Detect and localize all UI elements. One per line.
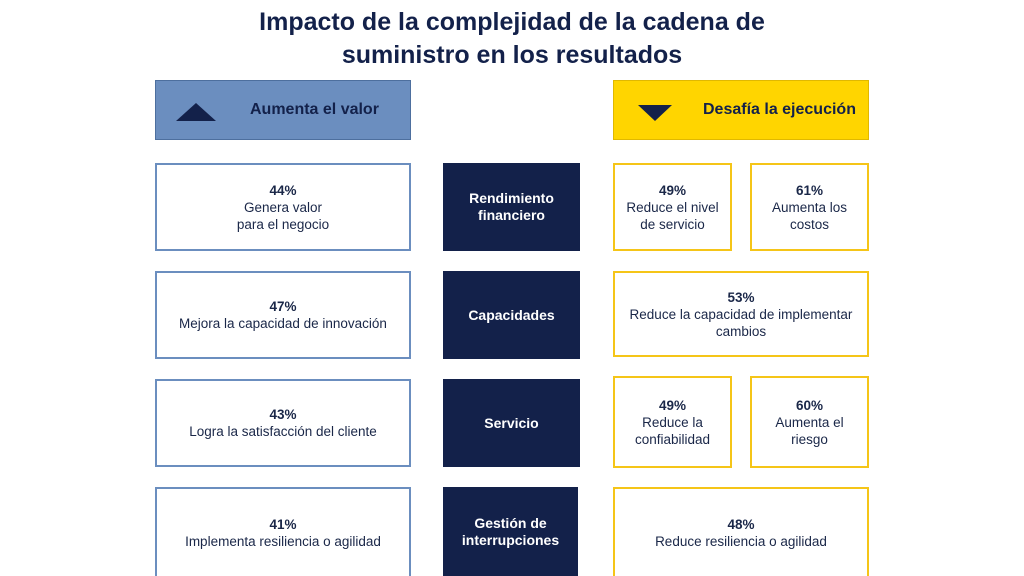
category-capabilities: Capacidades: [443, 271, 580, 359]
challenge-box-risk: 60% Aumenta el riesgo: [750, 376, 869, 468]
challenge-text: Reduce resiliencia o agilidad: [655, 533, 827, 549]
challenge-box-implement-changes: 53% Reduce la capacidad de implementar c…: [613, 271, 869, 357]
challenge-percent: 48%: [727, 516, 755, 532]
challenge-percent: 49%: [658, 397, 687, 413]
challenge-box-reliability: 49% Reduce la confiabilidad: [613, 376, 732, 468]
challenge-percent: 61%: [795, 182, 824, 198]
value-percent: 43%: [269, 407, 297, 422]
category-disruption-management: Gestión de interrupciones: [443, 487, 578, 576]
value-box-financial: 44% Genera valor para el negocio: [155, 163, 411, 251]
value-box-service: 43% Logra la satisfacción del cliente: [155, 379, 411, 467]
value-box-disruptions: 41% Implementa resiliencia o agilidad: [155, 487, 411, 576]
diagram-title: Impacto de la complejidad de la cadena d…: [0, 6, 1024, 72]
challenge-percent: 60%: [795, 397, 824, 413]
value-text: Genera valor para el negocio: [236, 199, 330, 232]
value-percent: 47%: [269, 299, 297, 314]
challenge-box-service-level: 49% Reduce el nivel de servicio: [613, 163, 732, 251]
challenge-box-costs: 61% Aumenta los costos: [750, 163, 869, 251]
value-box-capabilities: 47% Mejora la capacidad de innovación: [155, 271, 411, 359]
challenge-text: Aumenta el riesgo: [775, 414, 844, 447]
challenge-text: Reduce el nivel de servicio: [626, 199, 719, 232]
challenge-percent: 49%: [658, 182, 687, 198]
challenge-percent: 53%: [727, 289, 755, 305]
header-right-label: Desafía la ejecución: [703, 101, 856, 118]
category-service: Servicio: [443, 379, 580, 467]
triangle-up-icon: [176, 103, 216, 121]
category-financial-performance: Rendimiento financiero: [443, 163, 580, 251]
challenge-text: Reduce la capacidad de implementar cambi…: [629, 306, 853, 339]
challenge-text: Reduce la confiabilidad: [634, 414, 711, 447]
value-text: Implementa resiliencia o agilidad: [185, 533, 381, 549]
challenge-box-resilience: 48% Reduce resiliencia o agilidad: [613, 487, 869, 576]
challenge-text: Aumenta los costos: [771, 199, 848, 232]
header-increases-value: Aumenta el valor: [155, 80, 411, 140]
header-left-label: Aumenta el valor: [250, 101, 379, 118]
triangle-down-icon: [638, 105, 672, 121]
title-line-2: suministro en los resultados: [341, 41, 683, 69]
value-percent: 41%: [269, 516, 297, 532]
value-percent: 44%: [269, 182, 297, 198]
title-line-1: Impacto de la complejidad de la cadena d…: [259, 8, 765, 36]
header-challenges-execution: Desafía la ejecución: [613, 80, 869, 140]
value-text: Mejora la capacidad de innovación: [179, 316, 387, 331]
value-text: Logra la satisfacción del cliente: [189, 424, 377, 439]
